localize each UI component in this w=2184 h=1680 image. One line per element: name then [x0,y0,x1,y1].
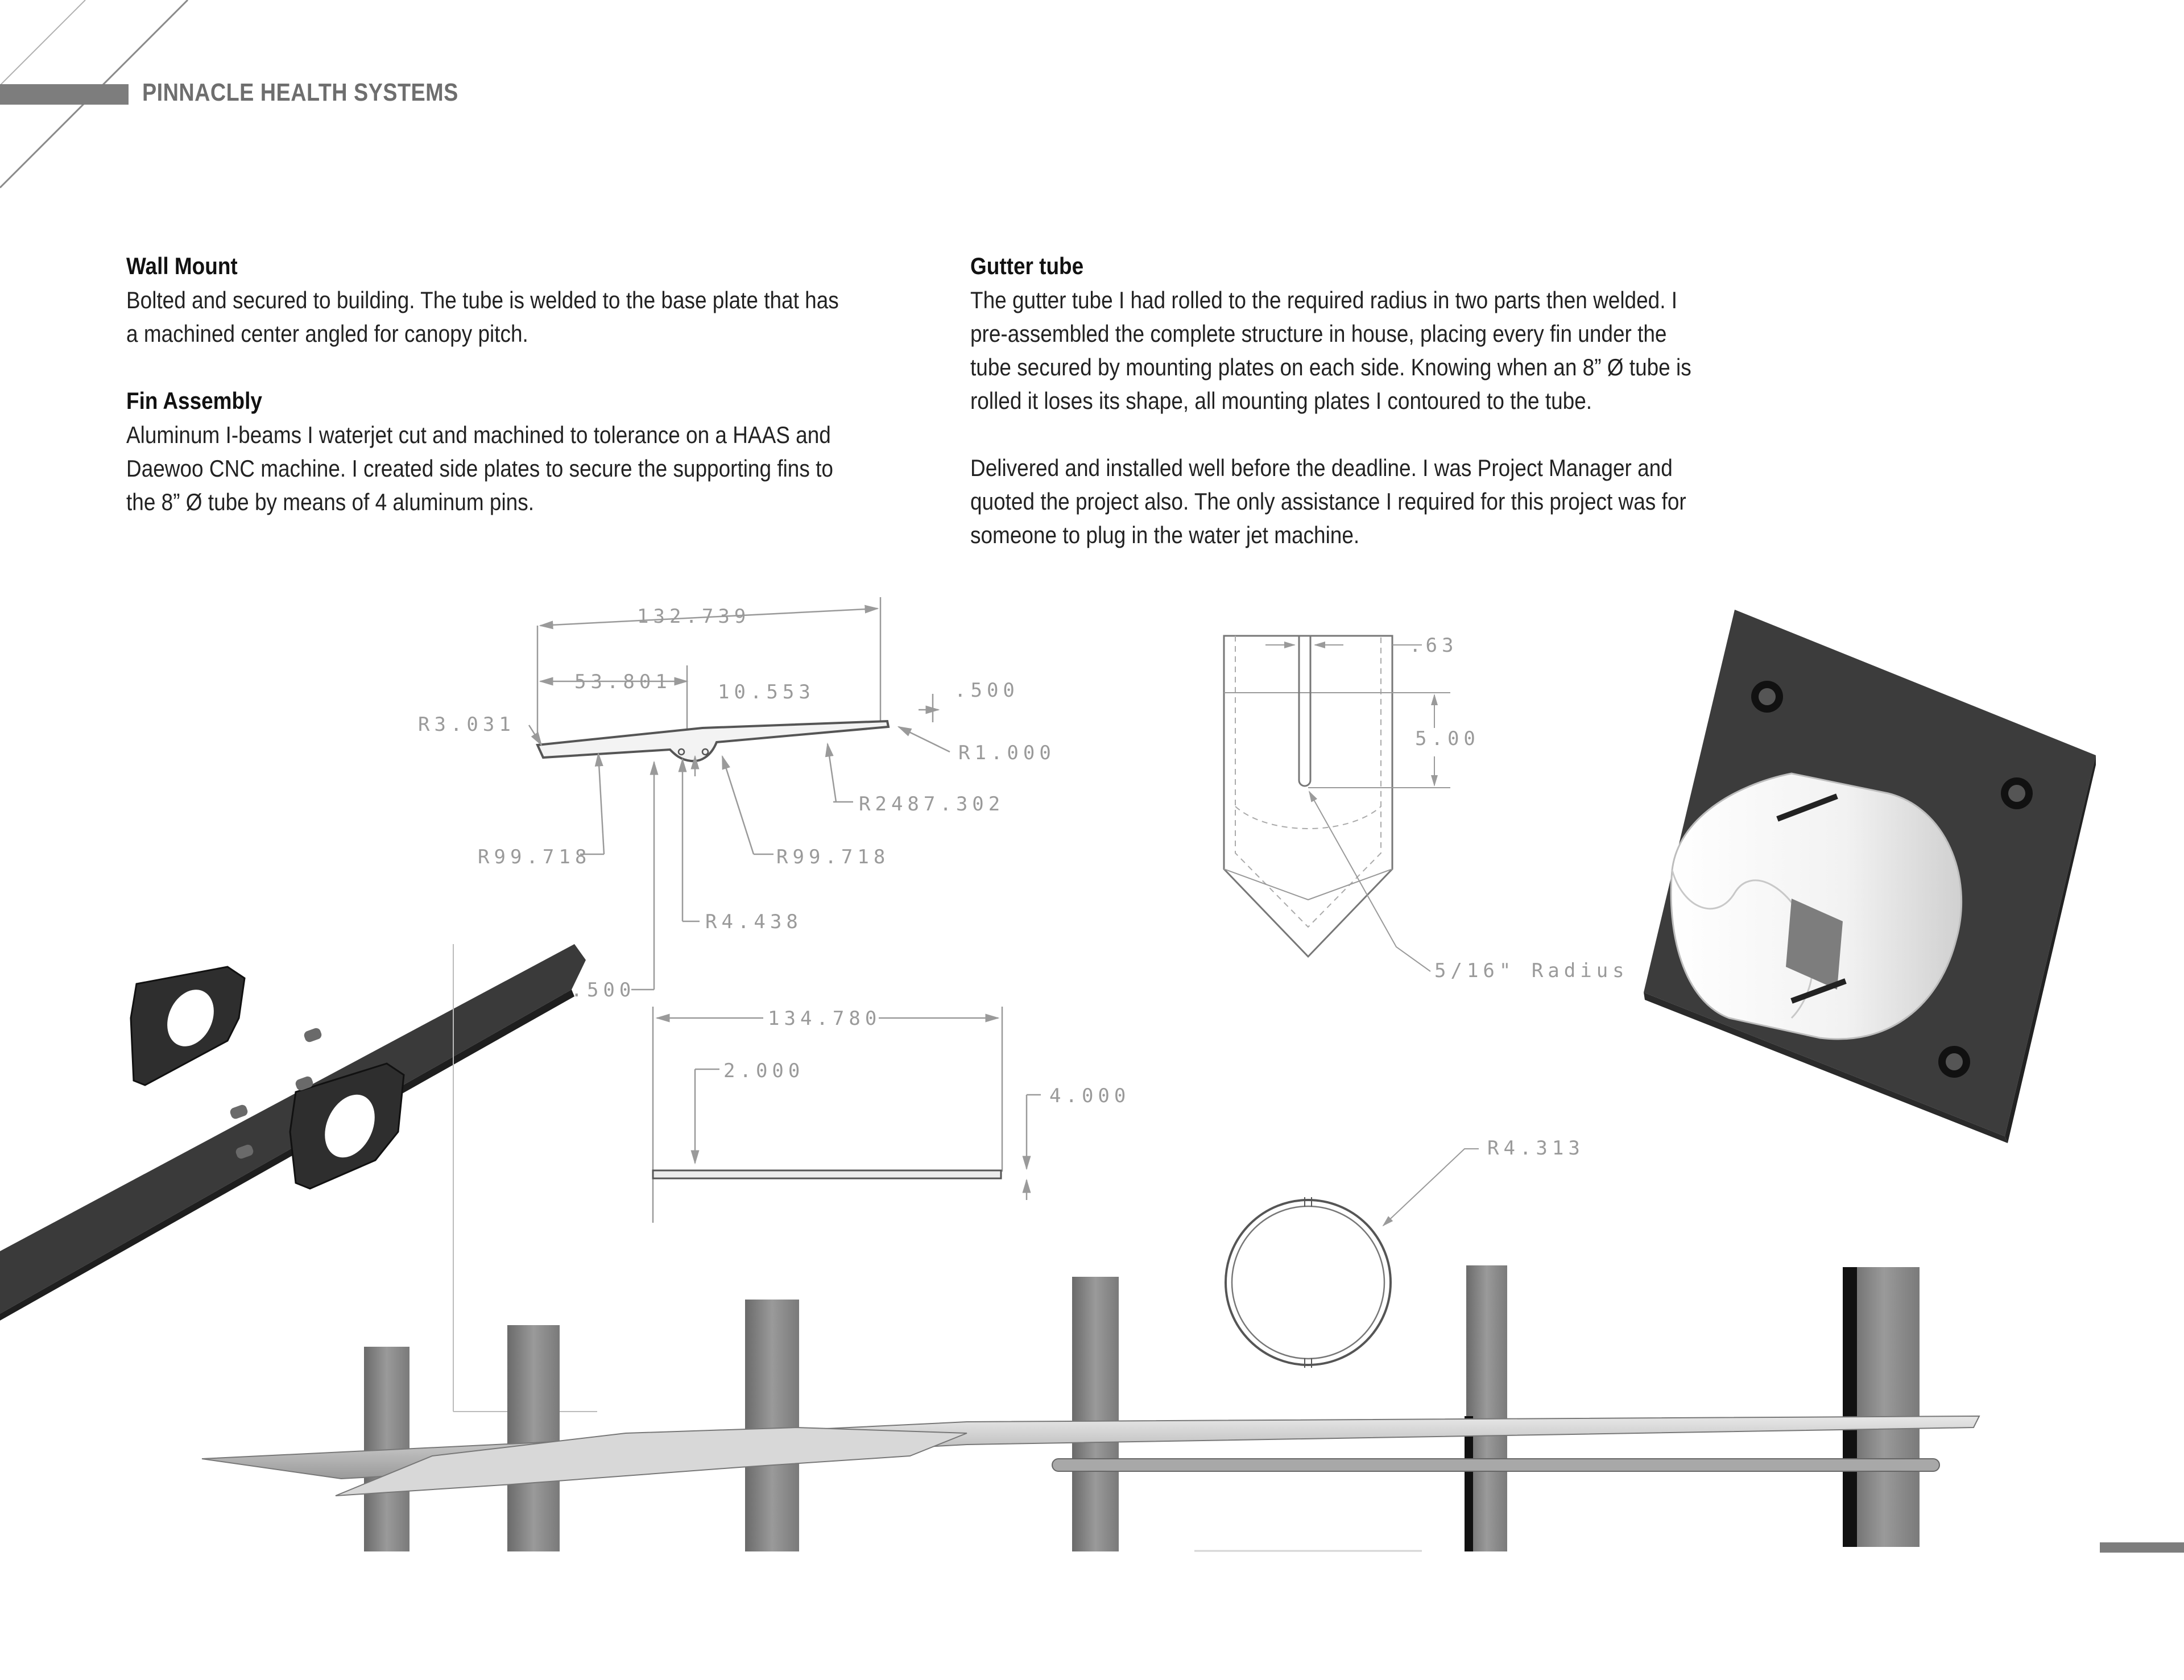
bar-drawing [652,1007,1041,1223]
delivery-line: someone to plug in the water jet machine… [970,522,1360,548]
company-name: PINNACLE HEALTH SYSTEMS [142,78,458,106]
fin-left-radius: R99.718 [478,846,591,868]
fin-large-radius: R2487.302 [859,793,1004,816]
tube-radius-dimension: R4.313 [1487,1137,1585,1160]
text-column-right: Gutter tube The gutter tube I had rolled… [970,249,1701,552]
gutter-tube-line: rolled it loses its shape, all mounting … [970,387,1592,414]
gutter-tube-heading: Gutter tube [970,253,1084,279]
plate-radius-note: 5/16" Radius [1434,959,1629,982]
text-column-left: Wall Mount Bolted and secured to buildin… [126,249,857,519]
page-marker-bar [2100,1542,2184,1553]
plate-width-dimension: .63 [1409,634,1458,657]
fin-assembly-heading: Fin Assembly [126,387,262,414]
fin-assembly-line: the 8” Ø tube by means of 4 aluminum pin… [126,489,534,515]
wall-mount-line: Bolted and secured to building. The tube… [126,287,839,313]
bar-height-dimension: 4.000 [1049,1085,1130,1107]
fin-tip-left-radius: R3.031 [418,713,515,736]
delivery-line: Delivered and installed well before the … [970,454,1673,481]
fin-notch-radius: R4.438 [705,911,803,933]
wall-mount-heading: Wall Mount [126,253,238,279]
fin-notch-dimension: 10.553 [718,681,815,704]
fin-tip-dimension: .500 [954,679,1019,702]
fin-assembly-line: Daewoo CNC machine. I created side plate… [126,455,833,482]
gutter-tube-line: The gutter tube I had rolled to the requ… [970,287,1678,313]
wall-mount-render [1644,610,2096,1143]
header-accent-bar [0,84,129,105]
fin-assembly-line: Aluminum I-beams I waterjet cut and mach… [126,421,831,448]
gutter-tube-line: pre-assembled the complete structure in … [970,320,1667,347]
delivery-line: quoted the project also. The only assist… [970,488,1686,515]
canopy-assembly-render [201,1265,1980,1552]
bar-offset-dimension: 2.000 [723,1060,804,1082]
bar-length-dimension: 134.780 [768,1007,881,1030]
fin-right-radius: R99.718 [776,846,890,868]
fin-profile-drawing [528,597,950,991]
tube-section-drawing [1225,1148,1479,1368]
gutter-tube-line: tube secured by mounting plates on each … [970,354,1691,380]
mounting-plate-drawing [1223,635,1450,972]
wall-mount-line: a machined center angled for canopy pitc… [126,320,528,347]
fin-center-dimension: 53.801 [574,671,672,693]
fin-render [0,944,597,1412]
fin-overall-dimension: 132.739 [637,605,750,628]
fin-tip-right-radius: R1.000 [958,742,1056,764]
plate-slot-dimension: 5.00 [1415,727,1480,750]
